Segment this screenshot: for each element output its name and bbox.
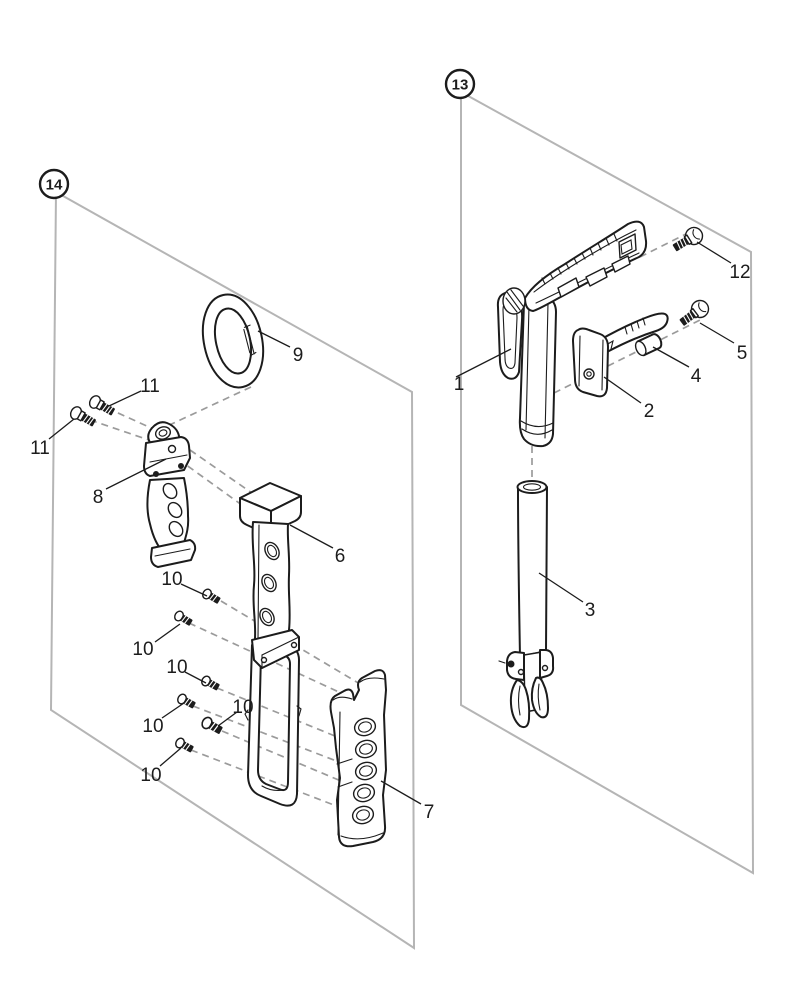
callout-screw11-a-label: 11 xyxy=(140,376,160,397)
callout-screw10-d-label: 10 xyxy=(142,716,163,737)
part-lever-drawing xyxy=(572,312,669,398)
part-bracket-drawing xyxy=(143,421,197,568)
part-screw11-a xyxy=(86,393,118,419)
part-lower-frame-drawing xyxy=(244,629,302,807)
callout-handle-label: 1 xyxy=(454,374,465,395)
callout-screw11-b-label: 11 xyxy=(30,438,50,459)
callout-spacer-label: 4 xyxy=(691,366,702,387)
callout-carabiner-label: 9 xyxy=(293,345,304,366)
callout-screw10-a-label: 10 xyxy=(161,569,182,590)
panel-14-outline xyxy=(49,190,416,950)
callout-screw10-c-label: 10 xyxy=(166,657,187,678)
part-carabiner-drawing xyxy=(201,293,265,389)
part-tube-drawing xyxy=(498,480,555,729)
part-outer-bar-drawing xyxy=(329,669,387,848)
callout-top-screw-label: 12 xyxy=(729,262,750,283)
group-13-number: 13 xyxy=(452,77,469,94)
part-upper-bar-drawing xyxy=(239,482,302,649)
part-screw10-a xyxy=(200,586,223,607)
callout-outer-bar-label: 7 xyxy=(424,802,435,823)
callout-tube-label: 3 xyxy=(585,600,596,621)
part-screw10-d xyxy=(175,692,198,711)
callout-lever-label: 2 xyxy=(644,401,655,422)
callout-leader-lines xyxy=(48,241,735,805)
callout-bracket-label: 8 xyxy=(93,487,104,508)
part-screw10-b xyxy=(172,608,195,629)
callout-screw10-e-label: 10 xyxy=(232,697,253,718)
group-14-number: 14 xyxy=(46,177,63,194)
part-handle-drawing xyxy=(496,220,648,448)
group-13-badge: 13 xyxy=(444,68,476,100)
callout-screw10-b-label: 10 xyxy=(132,639,153,660)
callout-labels: 1 2 3 4 5 12 9 11 11 8 6 7 10 10 10 10 1… xyxy=(30,262,750,823)
part-screw10-c xyxy=(199,674,222,693)
part-lever-screw xyxy=(675,296,713,331)
part-screw10-e xyxy=(199,714,225,737)
callout-upper-bar-label: 6 xyxy=(335,546,346,567)
callout-screw10-f-label: 10 xyxy=(140,765,161,786)
panel-13-outline xyxy=(460,90,755,875)
part-spacer-drawing xyxy=(634,333,663,357)
group-14-badge: 14 xyxy=(38,168,70,200)
callout-lever-screw-label: 5 xyxy=(737,343,748,364)
